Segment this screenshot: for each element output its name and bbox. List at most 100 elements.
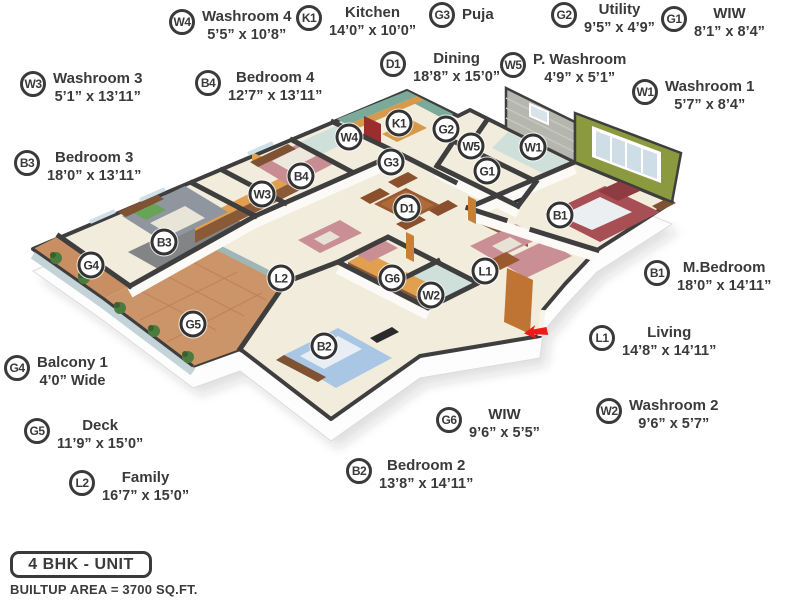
plants [50, 252, 194, 363]
legend-item-l2: L2 Family 16’7” x 15’0” [69, 469, 189, 504]
legend-room-name: Bedroom 4 [235, 69, 315, 86]
legend-room-name: WIW [713, 5, 746, 22]
legend-code-badge: B1 [644, 260, 670, 286]
legend-room-name: Washroom 4 [202, 8, 292, 25]
legend-room-dimensions: 14’0” x 10’0” [329, 23, 417, 39]
family-sofas [298, 220, 398, 262]
legend-room-dimensions: 8’1” x 8’4” [694, 24, 765, 40]
plan-marker-g5: G5 [179, 310, 207, 338]
legend-item-w4: W4 Washroom 4 5’5” x 10’8” [169, 8, 292, 43]
legend-room-dimensions: 11’9” x 15’0” [57, 436, 144, 452]
legend-item-b2: B2 Bedroom 2 13’8” x 14’11” [346, 457, 473, 492]
plan-marker-b1: B1 [546, 201, 574, 229]
bedroom3-bed [118, 186, 228, 243]
plan-marker-l1: L1 [471, 257, 499, 285]
legend-room-dimensions: 4’0” Wide [39, 373, 106, 389]
legend-room-name: Washroom 2 [629, 397, 719, 414]
legend-room-dimensions: 12’7” x 13’11” [228, 88, 323, 104]
legend-room-dimensions: 9’6” x 5’7” [638, 416, 710, 432]
legend-item-k1: K1 Kitchen 14’0” x 10’0” [296, 4, 416, 39]
legend-item-b3: B3 Bedroom 3 18’0” x 13’11” [14, 149, 141, 184]
plan-marker-k1: K1 [385, 109, 413, 137]
legend-room-dimensions: 5’5” x 10’8” [207, 27, 287, 43]
legend-room-dimensions: 9’5” x 4’9” [584, 20, 655, 36]
legend-room-name: WIW [488, 406, 521, 423]
legend-code-badge: L2 [69, 470, 95, 496]
legend-item-g3: G3 Puja [429, 2, 494, 28]
plan-marker-b2: B2 [310, 332, 338, 360]
legend-room-name: Washroom 3 [53, 70, 143, 87]
legend-room-dimensions: 18’0” x 13’11” [47, 168, 142, 184]
legend-item-d1: D1 Dining 18’8” x 15’0” [380, 50, 500, 85]
legend-code-badge: B3 [14, 150, 40, 176]
builtup-area-label: BUILTUP AREA = 3700 SQ.FT. [10, 582, 198, 597]
entry-arrow-icon [524, 325, 549, 340]
plan-marker-b3: B3 [150, 228, 178, 256]
legend-item-g4: G4 Balcony 1 4’0” Wide [4, 354, 108, 389]
legend-room-dimensions: 18’8” x 15’0” [413, 69, 501, 85]
legend-room-dimensions: 13’8” x 14’11” [379, 476, 474, 492]
legend-item-w3: W3 Washroom 3 5’1” x 13’11” [20, 70, 143, 105]
legend-code-badge: L1 [589, 325, 615, 351]
legend-code-badge: K1 [296, 5, 322, 31]
plan-marker-w1: W1 [519, 133, 547, 161]
legend-room-name: Puja [462, 6, 494, 23]
legend-code-badge: G5 [24, 418, 50, 444]
legend-item-g2: G2 Utility 9’5” x 4’9” [551, 1, 655, 36]
unit-type-label: 4 BHK - UNIT [28, 555, 134, 573]
legend-room-name: Family [121, 469, 170, 486]
legend-room-name: Utility [598, 1, 641, 18]
unit-type-box: 4 BHK - UNIT [10, 551, 152, 578]
legend-room-name: Living [647, 324, 692, 341]
plan-marker-d1: D1 [393, 194, 421, 222]
legend-room-name: Bedroom 2 [386, 457, 466, 474]
legend-code-badge: D1 [380, 51, 406, 77]
kitchen-counter-left [337, 91, 417, 125]
legend-room-name: Balcony 1 [37, 354, 108, 371]
legend-room-dimensions: 9’6” x 5’5” [469, 425, 540, 441]
legend-item-b4: B4 Bedroom 4 12’7” x 13’11” [195, 69, 322, 104]
plan-marker-w4: W4 [335, 123, 363, 151]
legend-room-dimensions: 14’8” x 14’11” [622, 343, 717, 359]
plan-marker-g3: G3 [377, 148, 405, 176]
legend-code-badge: B4 [195, 70, 221, 96]
legend-item-g5: G5 Deck 11’9” x 15’0” [24, 417, 143, 452]
legend-item-l1: L1 Living 14’8” x 14’11” [589, 324, 716, 359]
legend-room-name: Kitchen [345, 4, 401, 21]
legend-code-badge: B2 [346, 458, 372, 484]
plan-marker-g2: G2 [432, 115, 460, 143]
railing-top [32, 247, 194, 368]
legend-room-name: Bedroom 3 [54, 149, 134, 166]
deck-floor [104, 245, 286, 366]
legend-room-name: Dining [433, 50, 480, 67]
plan-marker-g4: G4 [77, 251, 105, 279]
plan-marker-b4: B4 [287, 162, 315, 190]
green-accent-wall [573, 111, 683, 204]
legend-code-badge: W3 [20, 71, 46, 97]
legend-code-badge: W5 [500, 52, 526, 78]
legend-code-badge: W2 [596, 398, 622, 424]
plan-marker-w3: W3 [248, 180, 276, 208]
legend-code-badge: W4 [169, 9, 195, 35]
plan-marker-g1: G1 [473, 157, 501, 185]
legend-code-badge: W1 [632, 79, 658, 105]
legend-room-dimensions: 5’1” x 13’11” [54, 89, 141, 105]
legend-room-name: M.Bedroom [682, 259, 766, 276]
legend-code-badge: G4 [4, 355, 30, 381]
legend-room-name: P. Washroom [533, 51, 627, 68]
legend-code-badge: G6 [436, 407, 462, 433]
railing-glass [30, 251, 196, 376]
plan-marker-w5: W5 [457, 132, 485, 160]
legend-code-badge: G3 [429, 2, 455, 28]
legend-room-name: Deck [82, 417, 119, 434]
legend-room-dimensions: 16’7” x 15’0” [102, 488, 190, 504]
plan-marker-l2: L2 [267, 264, 295, 292]
legend-code-badge: G2 [551, 2, 577, 28]
doors [406, 196, 533, 334]
plan-marker-w2: W2 [417, 281, 445, 309]
